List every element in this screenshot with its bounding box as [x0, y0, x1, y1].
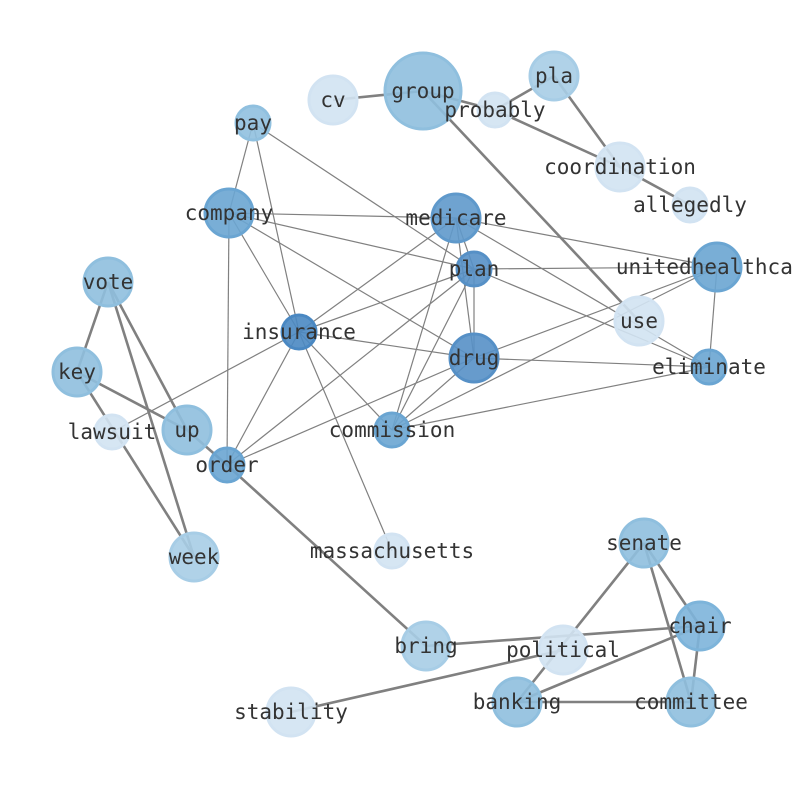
edge-insurance-lawsuit [111, 331, 300, 433]
node-label-unitedhealthcare: unitedhealthcare [616, 255, 794, 279]
node-label-company: company [185, 201, 274, 225]
edge-plan-unitedhealthcare [473, 266, 718, 270]
node-massachusetts[interactable] [373, 532, 411, 570]
node-label-massachusetts: massachusetts [310, 539, 474, 563]
edge-insurance-massachusetts [298, 331, 393, 552]
node-label-order: order [195, 453, 258, 477]
node-use[interactable] [613, 295, 665, 347]
node-up[interactable] [161, 404, 213, 456]
node-political[interactable] [537, 624, 589, 676]
node-label-vote: vote [83, 270, 134, 294]
node-label-banking: banking [473, 690, 562, 714]
node-vote[interactable] [82, 256, 134, 308]
node-label-cv: cv [320, 88, 345, 112]
edge-vote-week [106, 281, 196, 558]
node-label-up: up [174, 418, 199, 442]
edge-plan-order [226, 268, 475, 466]
edge-stability-political [290, 648, 564, 714]
node-eliminate[interactable] [690, 348, 728, 386]
node-stability[interactable] [265, 686, 317, 738]
node-label-probably: probably [444, 98, 545, 122]
node-label-allegedly: allegedly [633, 193, 747, 217]
node-label-stability: stability [234, 700, 348, 724]
edge-drug-eliminate [473, 357, 710, 368]
edge-pay-plan [252, 122, 475, 270]
node-insurance[interactable] [280, 313, 318, 351]
node-label-lawsuit: lawsuit [68, 420, 157, 444]
node-cv[interactable] [307, 74, 359, 126]
node-senate[interactable] [618, 517, 670, 569]
node-drug[interactable] [448, 332, 500, 384]
edge-key-week [75, 371, 196, 558]
node-label-key: key [58, 360, 96, 384]
node-probably[interactable] [476, 91, 514, 129]
node-label-coordination: coordination [544, 155, 696, 179]
edge-company-order [226, 212, 230, 466]
edge-commission-eliminate [391, 366, 710, 431]
node-plan[interactable] [455, 250, 493, 288]
node-bring[interactable] [400, 620, 452, 672]
node-order[interactable] [208, 446, 246, 484]
node-label-group: group [391, 79, 454, 103]
node-pay[interactable] [234, 104, 272, 142]
node-label-plan: plan [449, 257, 500, 281]
labels-layer: group cv pla probably coordination allegedly p… [58, 64, 794, 724]
node-label-insurance: insurance [242, 320, 356, 344]
node-commission[interactable] [373, 411, 411, 449]
node-label-political: political [506, 638, 620, 662]
node-label-senate: senate [606, 531, 682, 555]
node-label-pay: pay [234, 111, 272, 135]
node-group[interactable] [383, 51, 463, 131]
edge-senate-banking [515, 542, 646, 703]
edge-company-drug [228, 212, 475, 359]
edge-vote-up [106, 281, 189, 431]
edge-pay-insurance [252, 122, 300, 333]
node-chair[interactable] [674, 600, 726, 652]
edge-group-use [422, 90, 640, 322]
node-lawsuit[interactable] [93, 413, 131, 451]
node-key[interactable] [51, 346, 103, 398]
node-label-bring: bring [394, 634, 457, 658]
edge-plan-commission [391, 268, 475, 431]
node-label-pla: pla [535, 64, 573, 88]
edge-company-medicare [228, 212, 457, 219]
node-pla[interactable] [528, 50, 580, 102]
node-label-commission: commission [329, 418, 455, 442]
edge-medicare-unitedhealthcare [455, 217, 718, 268]
node-label-drug: drug [449, 346, 500, 370]
edge-company-plan [228, 212, 475, 270]
node-medicare[interactable] [430, 192, 482, 244]
edge-plan-insurance [298, 268, 475, 333]
edge-plan-eliminate [473, 268, 710, 368]
node-committee[interactable] [665, 676, 717, 728]
node-label-chair: chair [668, 614, 731, 638]
node-label-committee: committee [634, 690, 748, 714]
node-company[interactable] [203, 187, 255, 239]
edge-commission-unitedhealthcare [391, 266, 718, 431]
edge-senate-committee [642, 542, 693, 703]
edge-medicare-insurance [298, 217, 457, 333]
edge-drug-order [226, 357, 475, 466]
edge-insurance-drug [298, 331, 475, 359]
nodes-layer [51, 50, 743, 738]
edge-drug-unitedhealthcare [473, 266, 718, 359]
node-allegedly[interactable] [671, 186, 709, 224]
edge-insurance-order [226, 331, 300, 466]
node-unitedhealthcare[interactable] [691, 241, 743, 293]
node-banking[interactable] [491, 676, 543, 728]
node-coordination[interactable] [594, 141, 646, 193]
edge-medicare-eliminate [455, 217, 710, 368]
node-label-week: week [169, 545, 220, 569]
edge-insurance-commission [298, 331, 393, 431]
node-label-eliminate: eliminate [652, 355, 766, 379]
node-label-medicare: medicare [405, 206, 506, 230]
node-week[interactable] [168, 531, 220, 583]
edge-medicare-commission [391, 217, 457, 431]
node-label-use: use [620, 309, 658, 333]
edge-banking-chair [516, 624, 701, 704]
edge-order-bring [226, 464, 427, 647]
